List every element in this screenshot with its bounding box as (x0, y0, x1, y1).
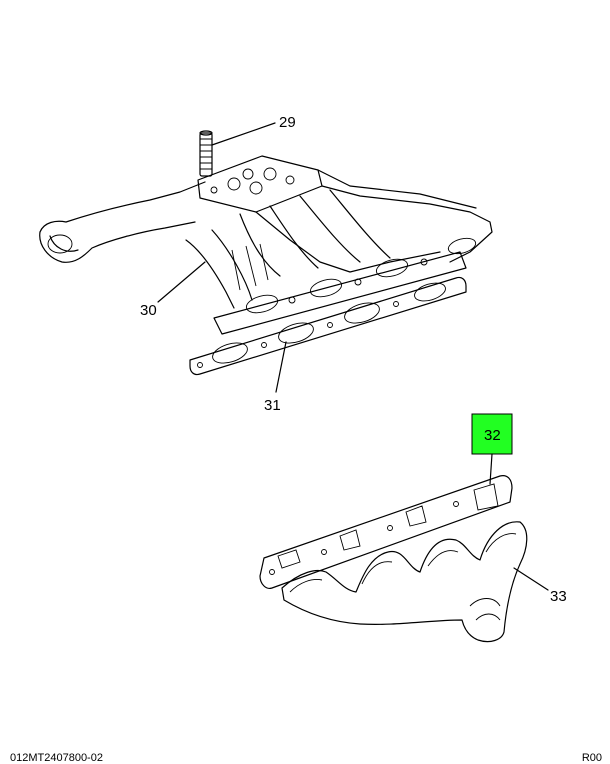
intake-gasket-part-31[interactable] (189, 276, 467, 376)
stud-part-29[interactable] (199, 130, 213, 177)
leader-33 (513, 567, 549, 591)
callout-29[interactable]: 29 (279, 114, 296, 131)
leader-30 (157, 261, 206, 303)
diagram-corner-code: R00 (581, 752, 602, 764)
exhaust-gasket-part-32[interactable] (259, 475, 513, 589)
callout-33[interactable]: 33 (550, 588, 567, 605)
leader-31 (275, 341, 287, 393)
callout-30[interactable]: 30 (140, 302, 157, 319)
intake-manifold-part-30[interactable] (39, 155, 493, 335)
callout-32-highlight[interactable] (471, 413, 513, 455)
exhaust-manifold-part-33[interactable] (281, 521, 528, 643)
callout-32[interactable]: 32 (484, 427, 501, 444)
callout-31[interactable]: 31 (264, 397, 281, 414)
diagram-code: 012MT2407800-02 (10, 752, 103, 764)
leader-29 (211, 122, 276, 146)
